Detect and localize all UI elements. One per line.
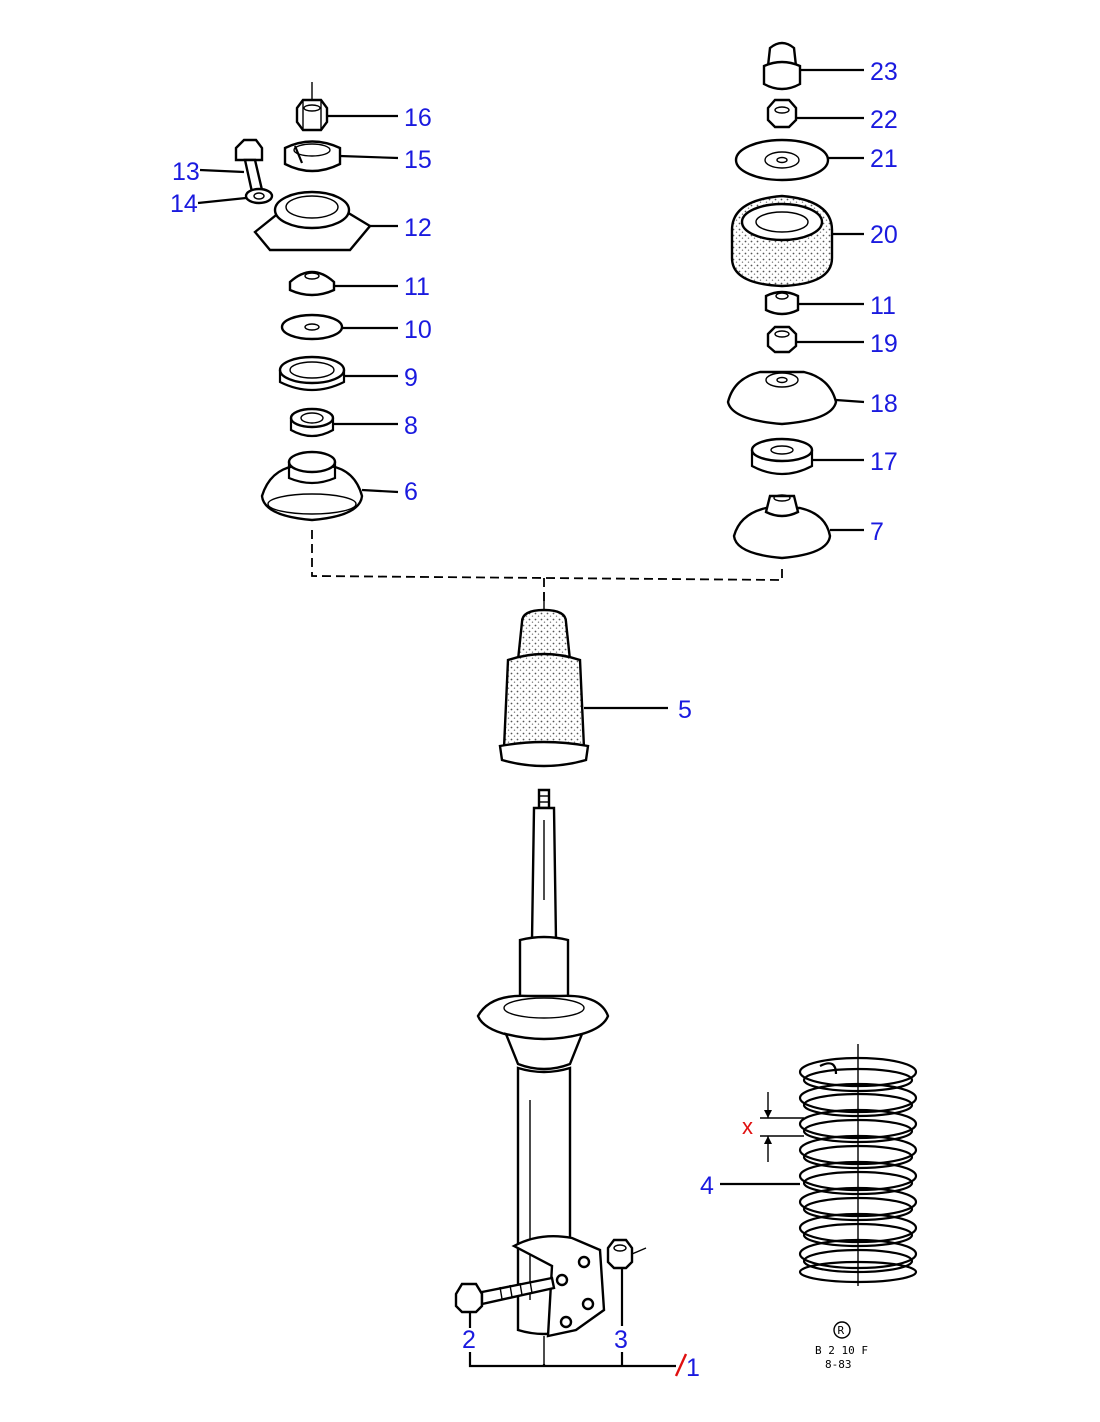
part-3-nut <box>606 1238 647 1270</box>
callout-10: 10 <box>404 316 432 344</box>
part-13-bolt <box>234 138 264 194</box>
stamp-date: 8-83 <box>825 1358 852 1371</box>
part-19-nut <box>766 325 798 354</box>
callout-3: 3 <box>614 1326 628 1354</box>
part-11-bushing-right <box>764 290 800 316</box>
part-15-clip <box>283 140 342 173</box>
callout-6: 6 <box>404 478 418 506</box>
callout-14: 14 <box>170 190 198 218</box>
part-14-washer <box>244 187 274 205</box>
part-10-washer <box>280 313 344 341</box>
callout-1: 1 <box>686 1354 700 1382</box>
part-18-upper-cup <box>726 370 838 426</box>
right-mount-stack <box>726 41 838 560</box>
drawing-stamp: R B 2 10 F 8-83 <box>815 1321 868 1371</box>
shock-absorber-strut <box>476 788 610 1364</box>
callout-22: 22 <box>870 106 898 134</box>
part-21-washer <box>734 138 830 182</box>
callout-13: 13 <box>172 158 200 186</box>
callout-12: 12 <box>404 214 432 242</box>
part-4-coil-spring <box>798 1044 918 1286</box>
part-7-lower-seat <box>732 494 832 560</box>
stamp-code: B 2 10 F <box>815 1344 868 1357</box>
part-5-bump-stop <box>498 592 590 768</box>
callout-18: 18 <box>870 390 898 418</box>
dimension-label-x: x <box>742 1114 753 1139</box>
part-23-cap <box>762 41 802 91</box>
callout-labels: 16 15 13 14 12 11 10 9 8 6 23 22 21 20 1… <box>170 58 898 1382</box>
callout-17: 17 <box>870 448 898 476</box>
callout-2: 2 <box>462 1326 476 1354</box>
callout-5: 5 <box>678 696 692 724</box>
part-20-rubber-mount <box>730 194 834 288</box>
callout-15: 15 <box>404 146 432 174</box>
callout-11-right: 11 <box>870 292 896 320</box>
callout-19: 19 <box>870 330 898 358</box>
assembly-connector-lines <box>311 530 783 604</box>
callout-16: 16 <box>404 104 432 132</box>
callout-23: 23 <box>870 58 898 86</box>
part-17-spacer <box>750 437 814 476</box>
callout-21: 21 <box>870 145 898 173</box>
part-8-insulator <box>289 407 335 438</box>
callout-1-slash-mark <box>674 1353 688 1377</box>
callout-11-left: 11 <box>404 273 430 301</box>
part-11-bushing-left <box>288 270 336 297</box>
left-mount-stack <box>234 82 372 522</box>
callout-9: 9 <box>404 364 418 392</box>
part-2-bolt <box>454 1276 556 1314</box>
callout-8: 8 <box>404 412 418 440</box>
part-22-nut <box>766 98 798 129</box>
dimension-x-marker: x <box>742 1092 804 1162</box>
part-9-bearing <box>278 355 346 392</box>
part-6-spring-seat <box>260 450 364 522</box>
part-16-nut <box>295 98 329 132</box>
stamp-symbol: R <box>838 1324 845 1337</box>
callout-7: 7 <box>870 518 884 546</box>
callout-4: 4 <box>700 1172 714 1200</box>
part-12-top-mount <box>253 190 372 252</box>
callout-20: 20 <box>870 221 898 249</box>
leader-lines <box>197 68 865 1368</box>
